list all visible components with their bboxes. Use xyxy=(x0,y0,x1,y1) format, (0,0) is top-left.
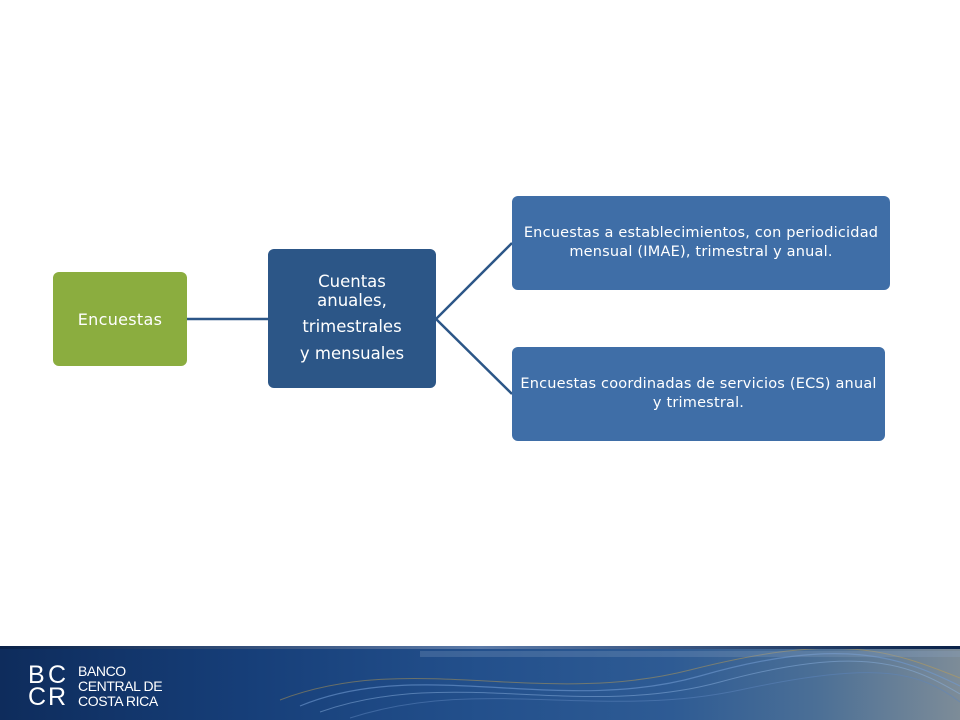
node-servicios: Encuestas coordinadas de servicios (ECS)… xyxy=(512,347,885,441)
connector-middle-to-leaf-2 xyxy=(435,318,513,395)
bccr-logo: B C C R BANCO CENTRAL DE COSTA RICA xyxy=(28,661,163,711)
node-establecimientos-label: Encuestas a establecimientos, con period… xyxy=(523,225,879,260)
node-establecimientos: Encuestas a establecimientos, con period… xyxy=(512,196,890,290)
connector-middle-to-leaf-1 xyxy=(435,242,513,320)
logo-text-line: CENTRAL DE xyxy=(78,677,163,694)
node-encuestas: Encuestas xyxy=(53,272,187,366)
node-encuestas-label: Encuestas xyxy=(77,309,163,329)
logo-mark-letter: C xyxy=(48,661,66,689)
logo-mark-letter: C xyxy=(28,683,46,711)
logo-mark-letter: R xyxy=(48,683,66,711)
bccr-logo-mark: B C C R xyxy=(28,661,68,711)
footer-top-rule xyxy=(0,646,960,649)
node-servicios-label: Encuestas coordinadas de servicios (ECS)… xyxy=(520,376,877,411)
node-cuentas-line-3: trimestrales xyxy=(302,316,402,336)
bccr-logo-text: BANCO CENTRAL DE COSTA RICA xyxy=(78,662,163,709)
footer-banner xyxy=(0,646,960,720)
footer-wave-decoration xyxy=(279,647,960,719)
logo-text-line: COSTA RICA xyxy=(78,692,158,709)
node-cuentas-line-2: anuales, xyxy=(317,290,387,310)
node-cuentas: Cuentas anuales, trimestrales y mensuale… xyxy=(268,249,436,388)
logo-text-line: BANCO xyxy=(78,662,126,679)
node-cuentas-line-1: Cuentas xyxy=(318,271,386,291)
logo-mark-letter: B xyxy=(28,661,45,689)
node-cuentas-line-4: y mensuales xyxy=(299,344,405,364)
